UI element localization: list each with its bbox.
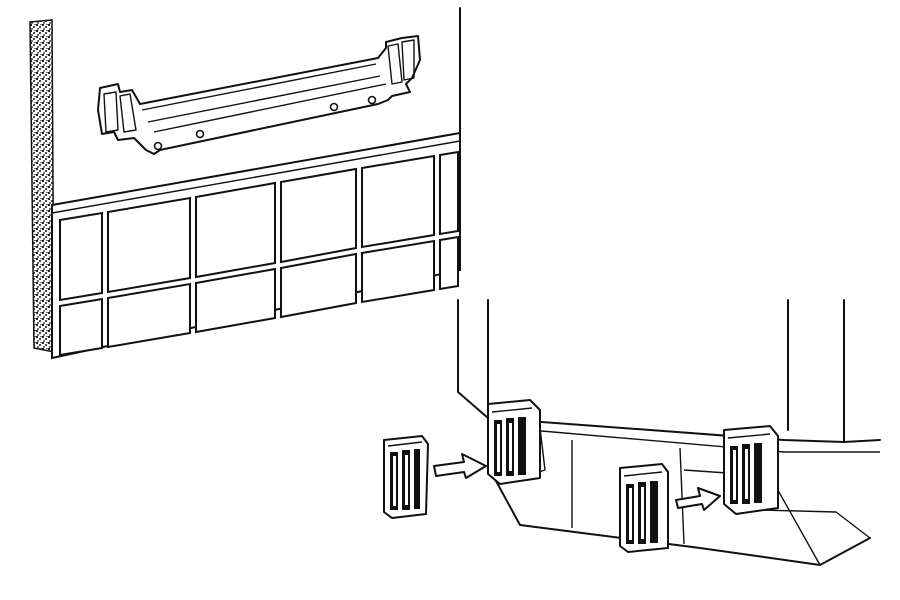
insertion-arrow-icon [675,487,721,511]
wall-stipple-edge [29,19,55,353]
tile [439,150,459,236]
bracket-hole [329,102,339,112]
tile [195,181,276,279]
tile [280,252,357,319]
tile [195,267,276,334]
tile [107,196,191,294]
tile [107,282,191,349]
tile [280,167,357,264]
insertion-arrow-icon [433,453,487,479]
support-clip-icon [619,463,669,553]
bracket-hole [367,95,377,105]
support-clip-icon [487,399,541,485]
bracket-hole [153,141,163,151]
tile [439,235,459,291]
support-clip-icon [723,425,779,515]
support-clip-icon [383,435,429,519]
tile [59,211,103,302]
wall-tiles [59,150,459,357]
tile [59,297,103,357]
bracket-hole [195,129,205,139]
tile [361,239,435,304]
mounting-bracket-icon [97,35,421,155]
tile [361,154,435,249]
